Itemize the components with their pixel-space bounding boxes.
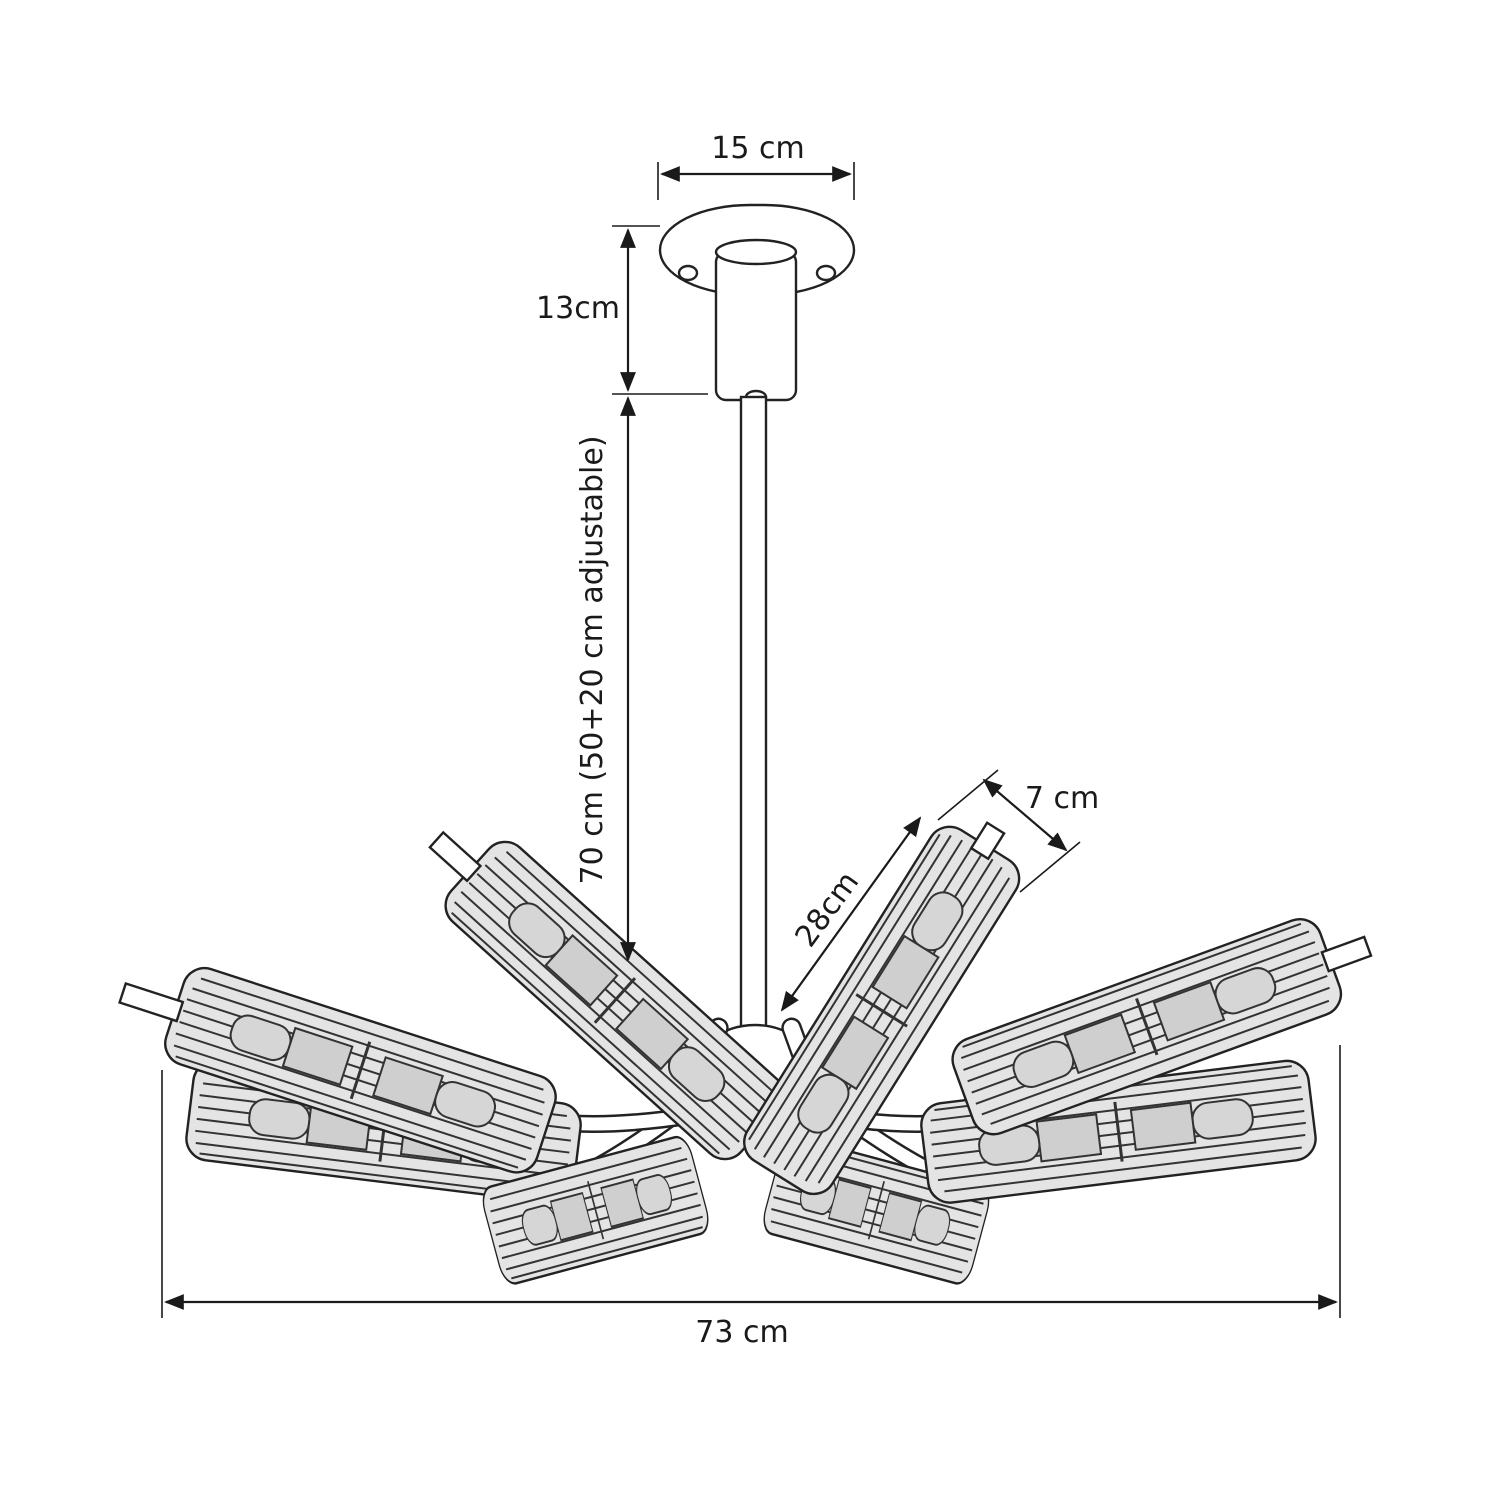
stem <box>739 395 768 1051</box>
dim-shade-diameter: 7 cm <box>937 769 1099 893</box>
shade-upper-center-left <box>428 830 795 1170</box>
label-shade-diameter: 7 cm <box>1025 781 1099 816</box>
shade-upper-left <box>118 960 563 1180</box>
dim-overall-width: 73 cm <box>161 1045 1341 1350</box>
dim-canopy-height: 13cm <box>536 225 708 395</box>
label-canopy-width: 15 cm <box>711 131 804 166</box>
label-canopy-height: 13cm <box>536 291 620 326</box>
shade-upper-right <box>944 911 1373 1142</box>
dim-drop: 70 cm (50+20 cm adjustable) <box>575 396 636 962</box>
label-drop: 70 cm (50+20 cm adjustable) <box>575 435 610 884</box>
dim-canopy-width: 15 cm <box>657 131 855 200</box>
canopy <box>658 203 856 405</box>
label-overall-width: 73 cm <box>695 1315 788 1350</box>
